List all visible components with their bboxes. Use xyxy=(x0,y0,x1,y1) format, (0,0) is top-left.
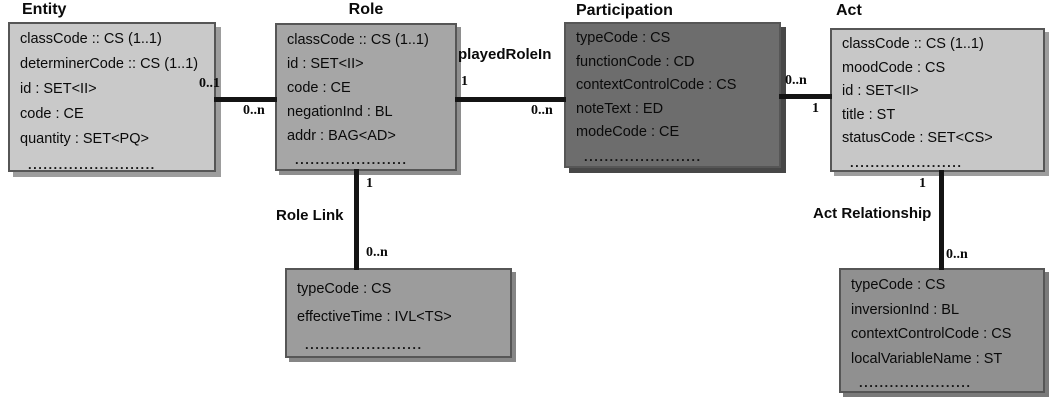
attribute-row: contextControlCode : CS xyxy=(851,326,1012,342)
attribute-row: statusCode : SET<CS> xyxy=(842,130,993,146)
ellipsis-row: ......................... xyxy=(28,157,156,172)
attribute-row: functionCode : CD xyxy=(576,53,695,70)
attribute-row: classCode :: CS (1..1) xyxy=(287,32,429,48)
ellipsis-row: ...................... xyxy=(859,375,972,390)
role-link-multiplicity-link-end: 0..n xyxy=(366,245,388,260)
attribute-row: negationInd : BL xyxy=(287,104,393,120)
attribute-row: modeCode : CE xyxy=(576,124,680,140)
role-link-association-label: Role Link xyxy=(276,207,344,224)
played-role-in-association-label: playedRoleIn xyxy=(458,46,552,63)
entity-class-title: Entity xyxy=(22,1,67,18)
attribute-row: determinerCode :: CS (1..1) xyxy=(20,56,199,72)
attribute-row: typeCode : CS xyxy=(851,277,946,293)
act-class-box: classCode :: CS (1..1) moodCode : CS id … xyxy=(830,28,1045,172)
attribute-row: code : CE xyxy=(287,80,351,96)
act-class-title: Act xyxy=(836,2,862,19)
attribute-row: addr : BAG<AD> xyxy=(287,128,396,144)
role-class-box: classCode :: CS (1..1) id : SET<II> code… xyxy=(275,23,457,171)
act-relationship-multiplicity-act-end: 1 xyxy=(919,176,926,191)
role-rolelink-association-line xyxy=(354,169,359,270)
ellipsis-row: ...................... xyxy=(295,152,408,167)
attribute-row: classCode :: CS (1..1) xyxy=(842,36,984,52)
attribute-row: effectiveTime : IVL<TS> xyxy=(297,309,452,325)
attribute-row: code : CE xyxy=(20,106,84,122)
attribute-row: id : SET<II> xyxy=(20,81,97,97)
participation-act-multiplicity-participation-end: 0..n xyxy=(785,73,807,88)
attribute-row: quantity : SET<PQ> xyxy=(20,131,149,147)
role-class-title: Role xyxy=(348,1,384,18)
attribute-row: contextControlCode : CS xyxy=(576,77,737,93)
participation-act-multiplicity-act-end: 1 xyxy=(812,101,819,116)
role-link-class-box: typeCode : CS effectiveTime : IVL<TS> ..… xyxy=(285,268,512,358)
role-participation-multiplicity-participation-end: 0..n xyxy=(531,103,553,118)
entity-role-multiplicity-role-end: 0..n xyxy=(243,103,265,118)
role-participation-multiplicity-role-end: 1 xyxy=(461,74,468,89)
attribute-row: noteText : ED xyxy=(576,100,664,117)
participation-act-association-line xyxy=(779,94,832,99)
attribute-row: title : ST xyxy=(842,106,896,123)
attribute-row: id : SET<II> xyxy=(842,83,919,99)
role-participation-association-line xyxy=(455,97,566,102)
participation-class-title: Participation xyxy=(576,2,673,19)
act-relationship-class-box: typeCode : CS inversionInd : BL contextC… xyxy=(839,268,1045,393)
attribute-row: moodCode : CS xyxy=(842,59,946,76)
attribute-row: localVariableName : ST xyxy=(851,350,1003,367)
participation-class-box: typeCode : CS functionCode : CD contextC… xyxy=(564,22,781,168)
ellipsis-row: ....................... xyxy=(305,337,423,352)
act-relationship-association-label: Act Relationship xyxy=(813,205,932,222)
entity-role-association-line xyxy=(214,97,277,102)
role-link-multiplicity-role-end: 1 xyxy=(366,176,373,191)
act-relationship-multiplicity-relationship-end: 0..n xyxy=(946,247,968,262)
entity-role-multiplicity-entity-end: 0..1 xyxy=(199,76,220,91)
ellipsis-row: ...................... xyxy=(850,154,963,170)
attribute-row: typeCode : CS xyxy=(297,281,392,297)
attribute-row: typeCode : CS xyxy=(576,30,671,46)
attribute-row: inversionInd : BL xyxy=(851,301,960,318)
entity-class-box: classCode :: CS (1..1) determinerCode ::… xyxy=(8,22,216,172)
attribute-row: classCode :: CS (1..1) xyxy=(20,31,162,47)
attribute-row: id : SET<II> xyxy=(287,56,364,72)
ellipsis-row: ....................... xyxy=(584,148,702,164)
act-actrelationship-association-line xyxy=(939,170,944,270)
